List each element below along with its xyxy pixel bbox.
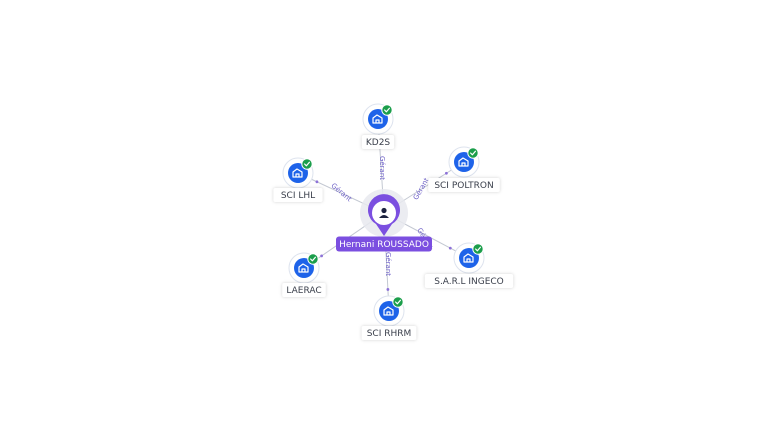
company-node[interactable]: SCI POLTRON (428, 146, 500, 192)
company-node[interactable]: SCI LHL (273, 157, 323, 202)
building-icon (383, 306, 394, 316)
company-node[interactable]: SCI RHRM (361, 295, 417, 340)
edge-arrow (445, 171, 448, 175)
building-icon (292, 168, 303, 178)
edge-arrow (315, 180, 319, 184)
edge-arrow (320, 254, 323, 258)
person-name-background (336, 236, 432, 252)
verified-check-icon (472, 243, 484, 255)
building-icon (298, 263, 309, 273)
edge-relation-label: Gérant (378, 156, 386, 180)
person-icon (379, 207, 389, 218)
person-name-label: Hernani ROUSSADO (339, 240, 429, 250)
company-name-label: SCI LHL (281, 191, 315, 201)
verified-check-icon (392, 296, 404, 308)
verified-check-icon (467, 147, 479, 159)
edge-relation-label: Gérant (412, 176, 431, 201)
company-node[interactable]: LAERAC (282, 252, 326, 297)
company-label-background (282, 283, 326, 297)
edge-arrow (448, 246, 452, 250)
company-label-background (273, 188, 323, 202)
company-name-label: SCI RHRM (367, 329, 412, 339)
company-label-background (361, 326, 417, 340)
person-node[interactable]: Hernani ROUSSADO (336, 189, 432, 252)
company-node[interactable]: KD2S (361, 103, 395, 149)
edge-relation-label: Gérant (329, 182, 353, 204)
edge-arrow (386, 288, 390, 291)
company-label-background (428, 178, 500, 192)
company-name-label: KD2S (366, 138, 391, 148)
company-label-background (424, 274, 514, 288)
company-label-background (361, 135, 395, 149)
company-node[interactable]: S.A.R.L INGECO (424, 242, 514, 288)
building-icon (372, 114, 383, 124)
verified-check-icon (381, 104, 393, 116)
building-icon (463, 253, 474, 263)
verified-check-icon (307, 253, 319, 265)
building-icon (458, 157, 469, 167)
edge-relation-label: Gérant (384, 252, 392, 276)
company-name-label: SCI POLTRON (434, 181, 493, 191)
verified-check-icon (301, 158, 313, 170)
company-name-label: LAERAC (286, 286, 321, 296)
company-name-label: S.A.R.L INGECO (434, 277, 504, 287)
